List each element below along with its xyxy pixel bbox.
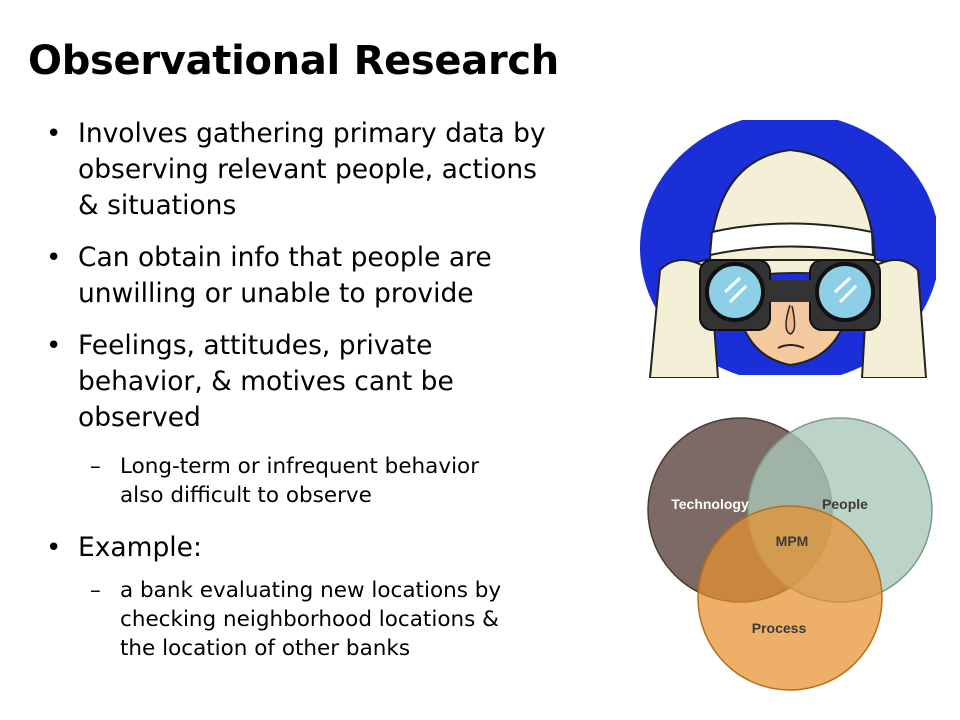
sub-bullet-line: Long-term or infrequent behavior [120,454,480,479]
bullet-line: Involves gathering primary data by [78,118,546,149]
bullet-line: & situations [78,190,237,221]
bullet-obtain-info: • Can obtain info that people are unwill… [46,240,648,312]
bullet-dot: • [46,533,62,563]
bullet-line: observing relevant people, actions [78,154,537,185]
venn-circle-process [697,505,883,691]
venn-label-process: Process [752,620,807,636]
sub-bullet-dash: – [90,454,101,479]
sub-bullet-line: also difficult to observe [120,483,372,508]
bullet-line: Can obtain info that people are [78,242,492,273]
bullet-gathering-primary-data: • Involves gathering primary data by obs… [46,116,648,224]
venn-label-technology: Technology [671,496,749,512]
slide-title: Observational Research [28,38,559,84]
detective-with-binoculars-icon [640,120,936,378]
bullet-line: behavior, & motives cant be [78,366,454,397]
sub-bullet-line: checking neighborhood locations & [120,607,499,632]
bullet-feelings-attitudes: • Feelings, attitudes, private behavior,… [46,328,648,436]
bullet-line: Example: [78,532,202,563]
bullet-line: observed [78,402,201,433]
sub-bullet-line: a bank evaluating new locations by [120,578,502,603]
bullet-line: Feelings, attitudes, private [78,330,433,361]
bullet-line: unwilling or unable to provide [78,278,474,309]
bullet-dot: • [46,119,62,149]
venn-label-people: People [822,496,868,512]
venn-label-center: MPM [776,533,809,549]
venn-diagram: Technology People MPM Process [647,417,933,691]
bullet-example: • Example: [46,530,648,566]
sub-bullet-line: the location of other banks [120,636,411,661]
bullet-dot: • [46,243,62,273]
sub-bullet-bank-example: – a bank evaluating new locations by che… [90,576,630,663]
sub-bullet-dash: – [90,578,101,603]
sub-bullet-long-term-behavior: – Long-term or infrequent behavior also … [90,452,630,510]
bullet-dot: • [46,331,62,361]
